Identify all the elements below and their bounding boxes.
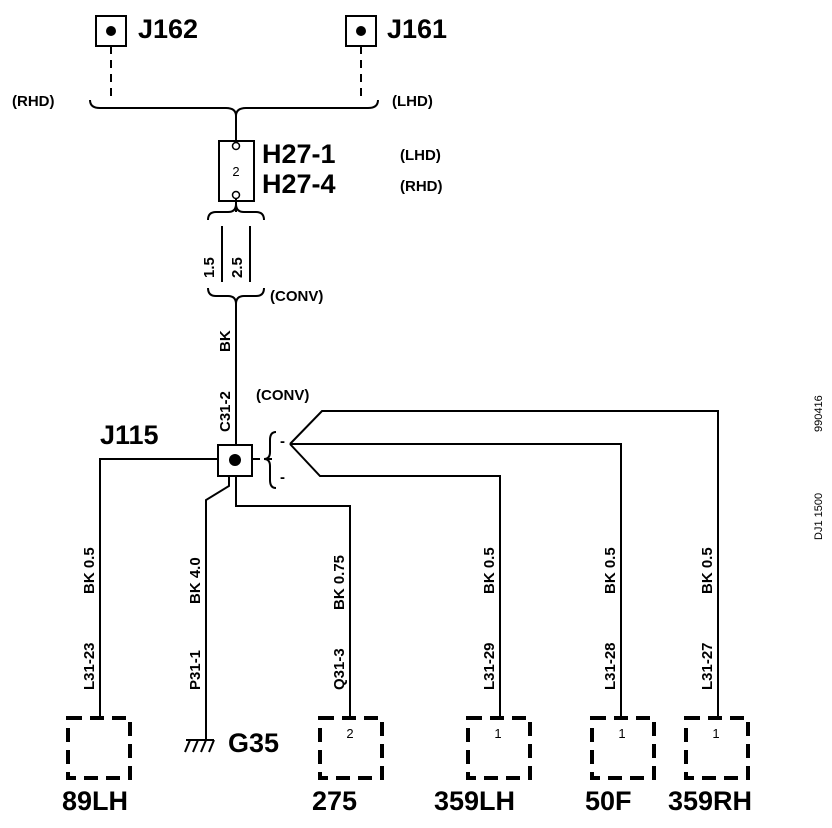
pin-359lh: 1 — [494, 726, 501, 741]
svg-text:L31-28: L31-28 — [602, 642, 619, 690]
drawing-date: 990416 — [813, 395, 825, 432]
svg-text:Q31-3: Q31-3 — [331, 648, 348, 690]
pin-275: 2 — [346, 726, 353, 741]
splice-pin-number: 2 — [232, 164, 239, 179]
wire-l31-23 — [99, 458, 218, 718]
pin-359rh: 1 — [712, 726, 719, 741]
j161-label: J161 — [387, 14, 447, 44]
branch-label-l31-29: L31-29 BK 0.5 — [481, 547, 498, 690]
wire-l31-29 — [289, 443, 501, 718]
trunk-circuit: C31-2 — [217, 391, 234, 432]
component-275[interactable] — [318, 716, 384, 780]
size-bracket-top — [207, 203, 265, 221]
svg-text:L31-29: L31-29 — [481, 642, 498, 690]
svg-text:P31-1: P31-1 — [187, 650, 204, 690]
component-label-359lh: 359LH — [434, 786, 515, 816]
j162-label: J162 — [138, 14, 198, 44]
h27-4-label: H27-4 — [262, 169, 336, 199]
component-50f[interactable] — [590, 716, 656, 780]
svg-text:-: - — [280, 469, 285, 486]
conv-label-upper: (CONV) — [270, 288, 323, 305]
branch-label-p31-1: P31-1 BK 4.0 — [187, 557, 204, 690]
svg-text:L31-27: L31-27 — [699, 642, 716, 690]
variant-bracket — [89, 99, 379, 117]
svg-text:L31-23: L31-23 — [81, 642, 98, 690]
svg-text:BK 0.5: BK 0.5 — [81, 547, 98, 594]
component-label-359rh: 359RH — [668, 786, 752, 816]
wire-p31-1 — [205, 476, 230, 740]
svg-text:BK 0.5: BK 0.5 — [602, 547, 619, 594]
j115-label: J115 — [100, 420, 159, 450]
svg-text:BK 0.5: BK 0.5 — [481, 547, 498, 594]
wire-l31-28 — [290, 443, 622, 718]
pin-50f: 1 — [618, 726, 625, 741]
trunk-color: BK — [217, 330, 234, 352]
h27-1-variant: (LHD) — [400, 147, 441, 164]
branch-label-l31-28: L31-28 BK 0.5 — [602, 547, 619, 690]
wire-size-b: 2.5 — [229, 257, 246, 278]
conv-brace — [263, 431, 277, 489]
connector-j161[interactable] — [345, 15, 377, 100]
svg-text:BK 0.75: BK 0.75 — [331, 555, 348, 610]
svg-text:BK 4.0: BK 4.0 — [187, 557, 204, 604]
drawing-code: DJ1 1500 — [813, 493, 825, 540]
component-89lh[interactable] — [66, 716, 132, 780]
svg-text:BK 0.5: BK 0.5 — [699, 547, 716, 594]
branch-label-l31-27: L31-27 BK 0.5 — [699, 547, 716, 690]
conv-label-lower: (CONV) — [256, 387, 309, 404]
branch-label-l31-23: L31-23 BK 0.5 — [81, 547, 98, 690]
ground-symbol-g35[interactable] — [184, 739, 215, 753]
component-label-89lh: 89LH — [62, 786, 128, 816]
component-label-50f: 50F — [585, 786, 632, 816]
wire-size-a: 1.5 — [201, 257, 218, 278]
g35-label: G35 — [228, 728, 279, 758]
rhd-label: (RHD) — [12, 93, 55, 110]
component-359lh[interactable] — [466, 716, 532, 780]
component-359rh[interactable] — [684, 716, 750, 780]
component-label-275: 275 — [312, 786, 357, 816]
size-bracket-bottom — [207, 287, 265, 305]
junction-j115[interactable] — [217, 444, 253, 477]
branch-label-q31-3: Q31-3 BK 0.75 — [331, 555, 348, 690]
wire-q31-3 — [235, 476, 351, 718]
wire-l31-27 — [289, 410, 719, 718]
lhd-label: (LHD) — [392, 93, 433, 110]
svg-text:-: - — [280, 433, 285, 450]
connector-j162[interactable] — [95, 15, 127, 100]
h27-4-variant: (RHD) — [400, 178, 443, 195]
h27-1-label: H27-1 — [262, 139, 336, 169]
